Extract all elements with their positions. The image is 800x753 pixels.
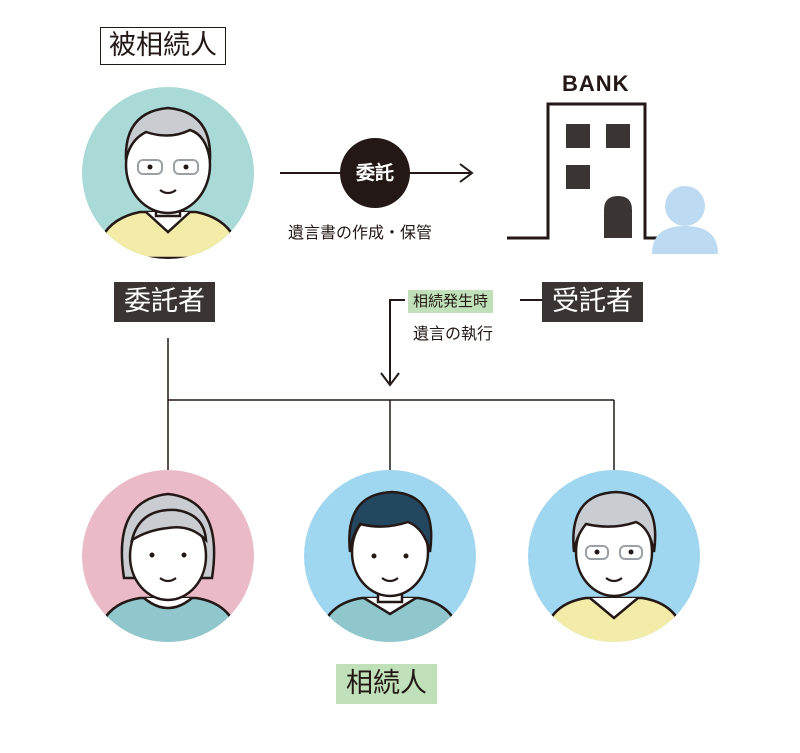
execution-arrowhead — [380, 372, 400, 387]
entrust-badge: 委託 — [340, 138, 410, 208]
entrust-arrowhead — [459, 163, 474, 183]
middle-aged-man-avatar — [528, 470, 700, 642]
elderly-woman-avatar — [82, 470, 254, 642]
on-inheritance-tag: 相続発生時 — [408, 290, 494, 313]
heirs-label: 相続人 — [336, 664, 437, 704]
bank-sign: BANK — [562, 71, 630, 96]
bank-staff-icon — [652, 186, 718, 254]
execution-description: 遺言の執行 — [413, 324, 494, 343]
young-man-avatar — [304, 470, 476, 642]
elderly-man-avatar — [82, 87, 254, 259]
decedent-label: 被相続人 — [100, 27, 226, 65]
execution-arrow-line — [389, 299, 405, 383]
bank-building-icon — [507, 102, 690, 240]
settlor-label: 委託者 — [114, 282, 215, 322]
entrust-description: 遺言書の作成・保管 — [288, 223, 433, 242]
trustee-label: 受託者 — [542, 282, 643, 322]
